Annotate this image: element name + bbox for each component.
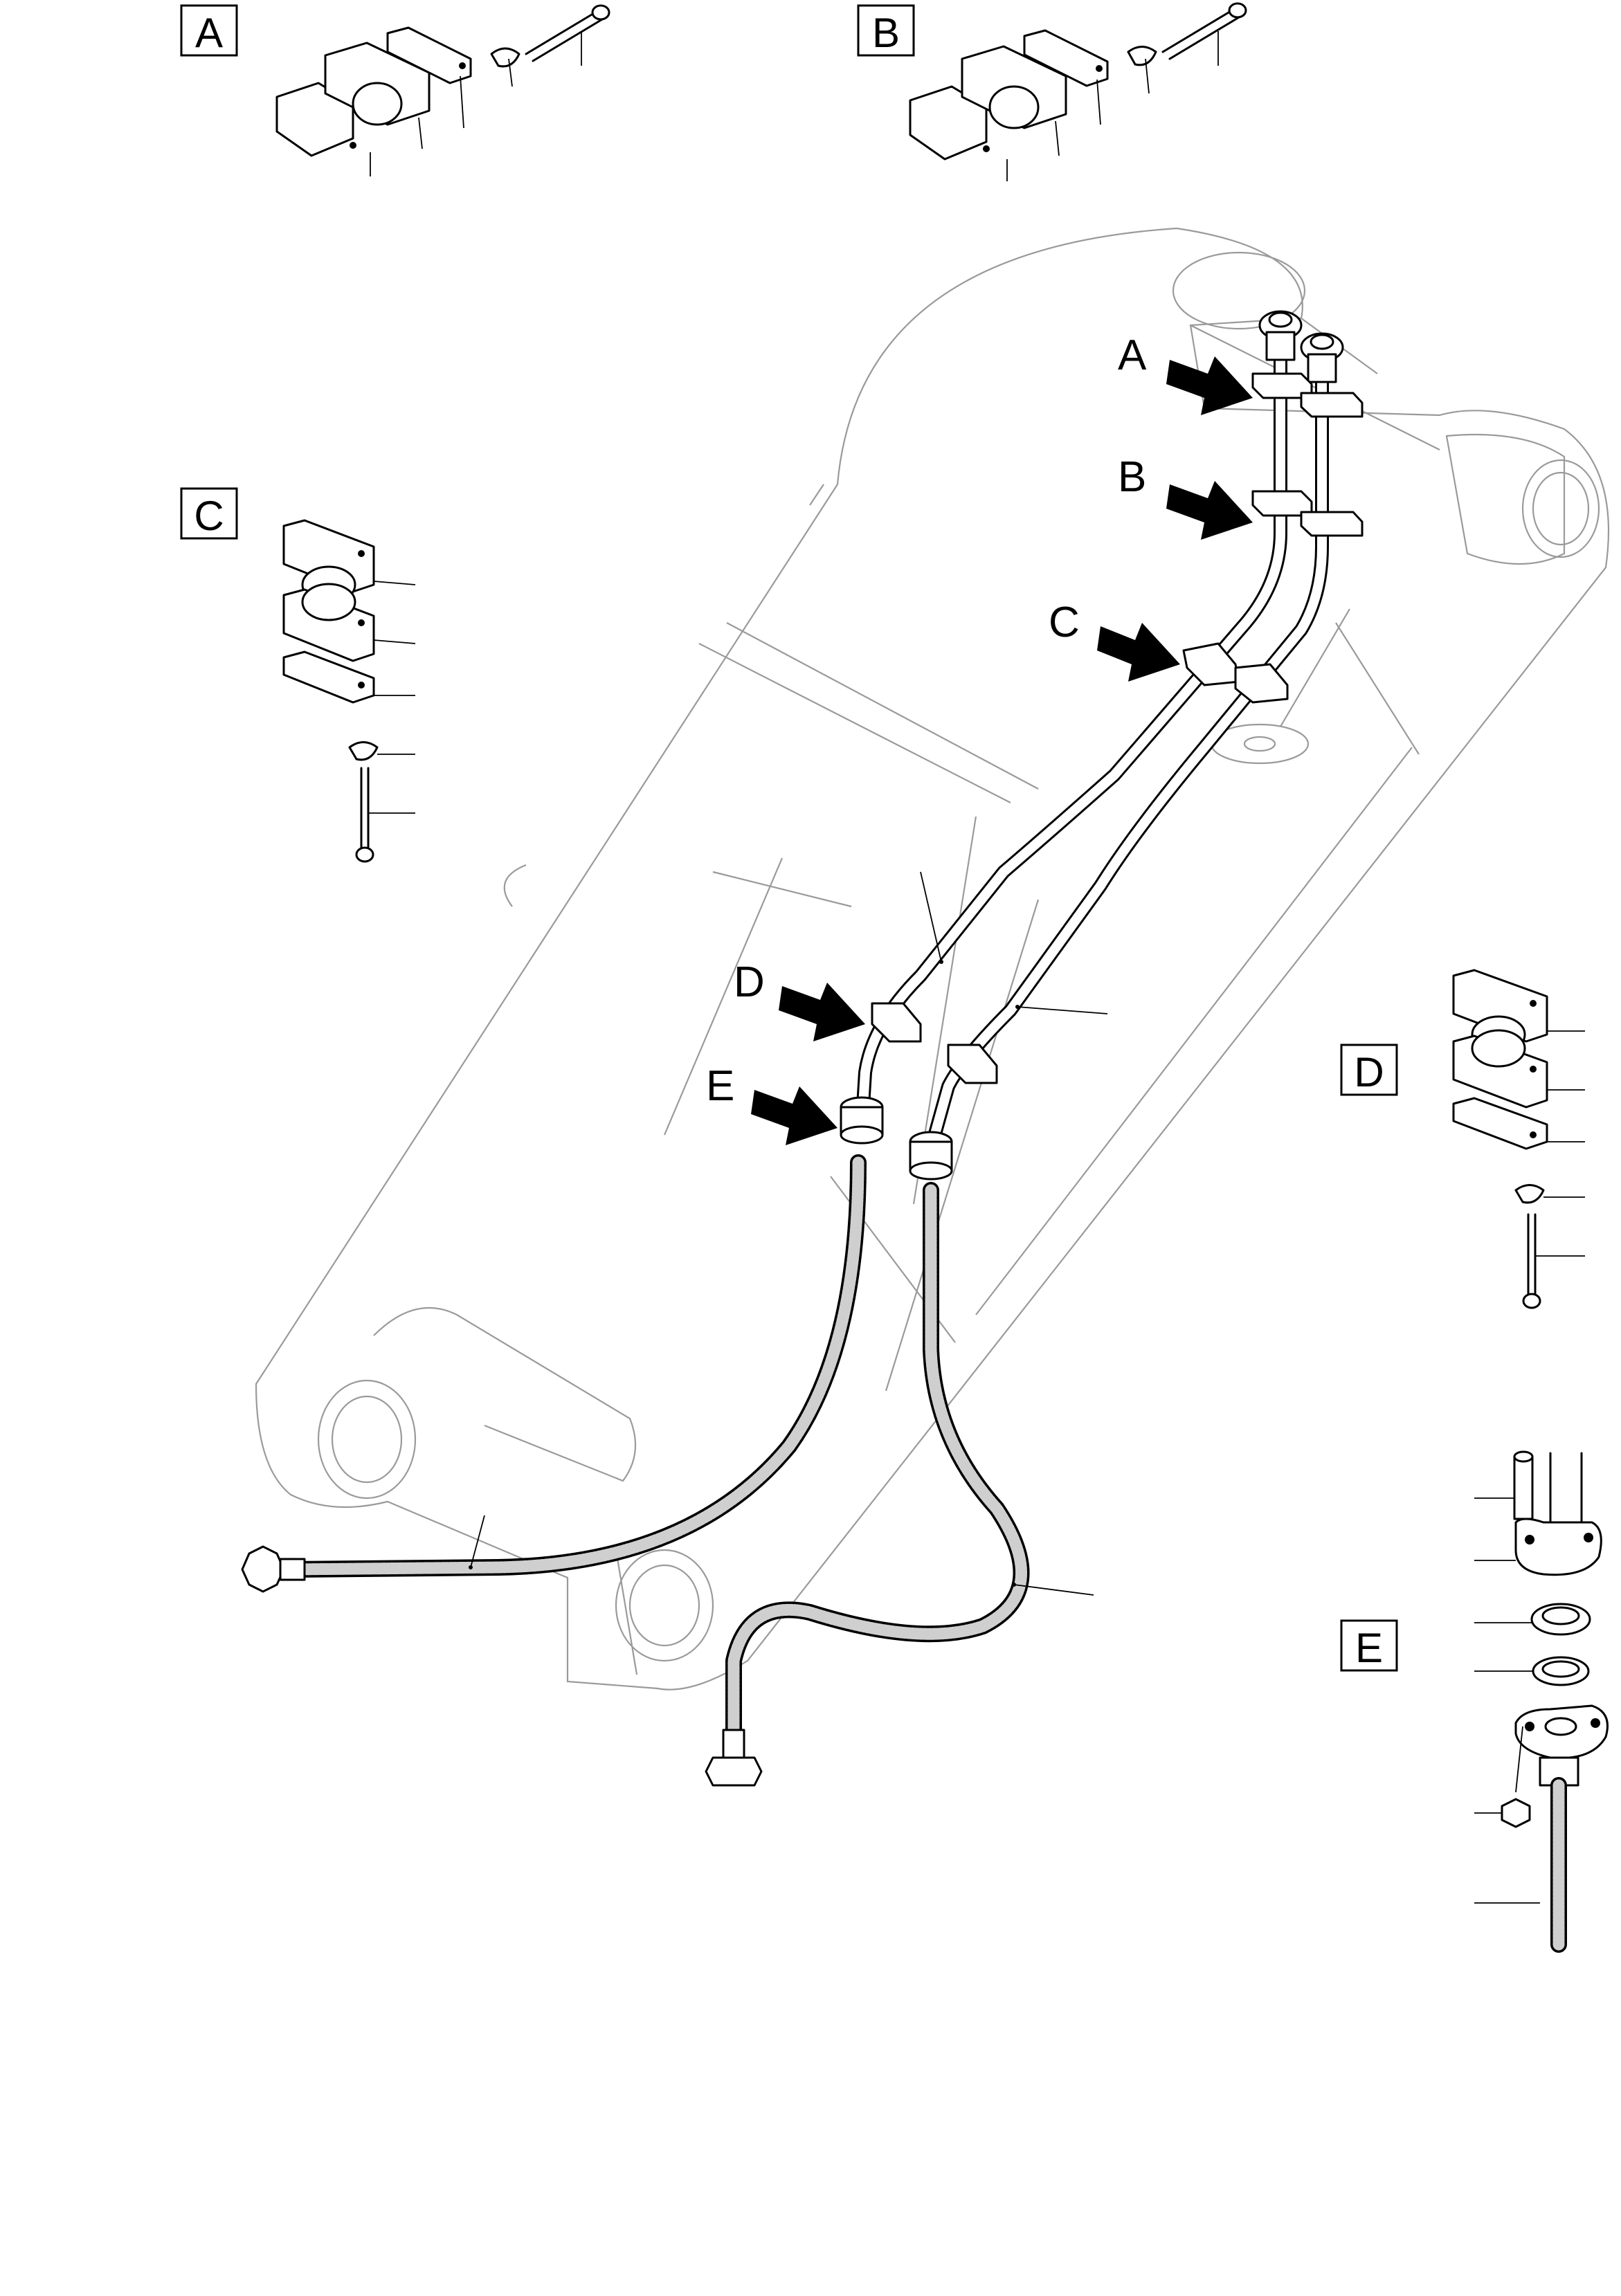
callout-e: E (706, 1062, 837, 1145)
detail-a: A (180, 4, 610, 176)
detail-e: E (1340, 1450, 1609, 1953)
callout-arrow-d (779, 983, 865, 1041)
clamp-b (1251, 490, 1364, 537)
callout-a: A (1118, 331, 1253, 415)
clamp-c (1182, 642, 1289, 704)
detail-label-c: C (194, 493, 224, 539)
detail-label-b: B (872, 10, 900, 56)
callout-label-a: A (1118, 331, 1147, 379)
callout-b: B (1118, 453, 1253, 540)
flange-e-left (840, 1096, 884, 1145)
hose-end-fitting-left (241, 1545, 306, 1593)
callout-label-e: E (706, 1062, 734, 1110)
callout-arrow-c (1097, 623, 1180, 682)
callout-label-c: C (1049, 599, 1080, 646)
clamp-d (871, 1002, 998, 1084)
top-fitting-right (1300, 332, 1344, 383)
top-fitting-left (1258, 310, 1303, 361)
detail-b-box (857, 4, 915, 57)
detail-d: D (1340, 969, 1585, 1309)
callout-label-b: B (1118, 453, 1146, 501)
callout-arrow-a (1166, 356, 1253, 415)
hose-end-fitting-right (705, 1729, 763, 1787)
hose-assembly (241, 310, 1364, 1787)
callout-label-d: D (734, 958, 765, 1006)
callout-d: D (734, 958, 865, 1041)
detail-label-a: A (195, 10, 223, 56)
detail-c: C (180, 487, 416, 863)
detail-b: B (857, 2, 1247, 181)
detail-e-box (1340, 1619, 1398, 1672)
flexible-hose-left (282, 1154, 867, 1578)
detail-d-box (1340, 1044, 1398, 1096)
detail-label-d: D (1354, 1049, 1384, 1095)
clamp-a (1251, 372, 1364, 418)
callout-c: C (1049, 599, 1180, 682)
detail-label-e: E (1355, 1625, 1383, 1671)
detail-c-box (180, 487, 238, 540)
detail-a-box (180, 4, 238, 57)
callout-arrow-e (751, 1086, 837, 1145)
flange-e-right (909, 1131, 953, 1181)
callout-arrow-b (1166, 481, 1253, 540)
